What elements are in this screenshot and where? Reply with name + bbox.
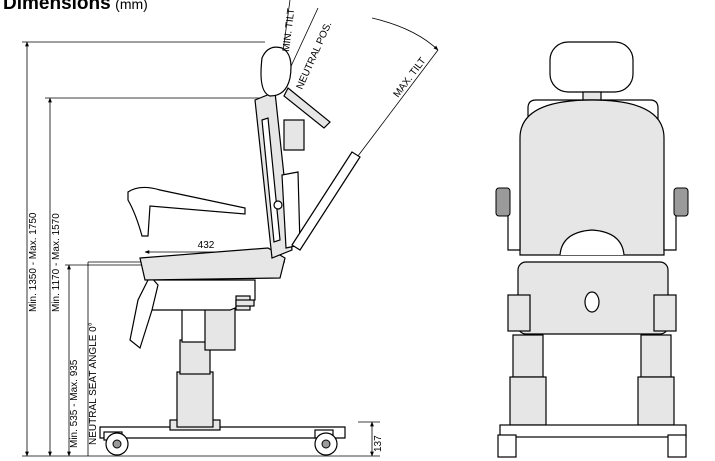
overall-height-label: Min. 1350 - Max. 1750 <box>28 212 39 312</box>
front-view <box>495 41 689 458</box>
tilt-lever <box>235 299 255 307</box>
back-knob <box>273 200 283 210</box>
headrest-mount <box>582 91 602 101</box>
push-handle <box>283 87 331 129</box>
right-seat-support <box>653 294 677 332</box>
base-height-label: 137 <box>373 435 384 452</box>
backrest-frame <box>261 117 281 243</box>
front-headrest <box>549 41 634 93</box>
left-seat-support <box>507 294 531 332</box>
neutral-seat-angle-label: NEUTRAL SEAT ANGLE 0° <box>88 322 99 445</box>
title-unit: (mm) <box>115 0 148 12</box>
title-text: Dimensions <box>3 0 111 14</box>
column-lower <box>176 371 214 428</box>
right-column-lower <box>637 376 675 426</box>
seat-cushion <box>139 247 286 281</box>
control-box <box>283 119 305 151</box>
armrest <box>127 186 246 237</box>
base-frame <box>99 426 346 439</box>
side-view <box>22 0 439 457</box>
leg-rest <box>129 274 159 350</box>
front-left-caster <box>497 434 517 458</box>
right-armrest <box>663 187 689 251</box>
front-caster <box>103 431 129 456</box>
lumbar-cutout <box>559 229 625 256</box>
left-column-upper <box>512 334 544 378</box>
headrest <box>260 46 292 97</box>
front-right-caster <box>667 434 687 458</box>
left-armrest <box>495 187 521 251</box>
tilt-arc <box>371 17 439 51</box>
seat-hole <box>584 291 600 313</box>
tilted-backrest <box>291 151 361 251</box>
seat-height-label: Min. 535 - Max. 935 <box>69 359 80 448</box>
max-tilt-label: MAX. TILT <box>392 56 429 100</box>
min-tilt-label: MIN. TILT <box>281 8 297 53</box>
front-backrest <box>519 99 665 256</box>
front-base <box>499 424 687 438</box>
right-column-upper <box>640 334 672 378</box>
rear-caster <box>314 429 338 456</box>
left-column-lower <box>509 376 547 426</box>
diagram-title: Dimensions (mm) <box>3 0 148 15</box>
back-height-label: Min. 1170 - Max. 1570 <box>51 213 62 312</box>
seat-depth-label: 432 <box>198 240 215 251</box>
neutral-pos-label: NEUTRAL POS. <box>295 20 335 91</box>
